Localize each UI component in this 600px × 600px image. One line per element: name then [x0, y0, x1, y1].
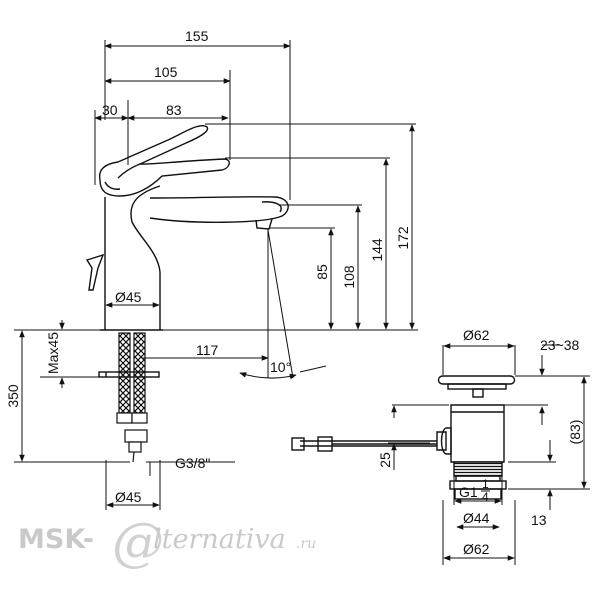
- popup-waste-dimension-labels: Ø62 23~38 (83) 13 25 G1 1 4 Ø44 Ø62: [377, 327, 583, 557]
- dim-height-spout-top: 144: [369, 238, 385, 262]
- dim-height-spout-mid: 108: [341, 265, 357, 289]
- dim-waste-tail-diameter: Ø44: [463, 510, 490, 526]
- faucet-outline: [85, 125, 289, 378]
- dim-body-diameter: Ø45: [115, 289, 142, 305]
- dim-overall-length: 155: [185, 28, 209, 44]
- watermark-suffix: lternativa: [153, 524, 286, 555]
- faucet-dimension-labels: 155 105 83 30 172 144 108 85 Ø45 117 10°…: [5, 28, 411, 505]
- dim-waste-flange-diameter: Ø62: [463, 327, 490, 343]
- dim-lever-length: 83: [166, 102, 182, 118]
- dim-waste-thread: G1: [459, 484, 478, 500]
- dim-deck-thickness: Max45: [45, 332, 61, 374]
- flex-hoses: [116, 332, 148, 463]
- dim-height-outlet: 85: [314, 264, 330, 280]
- watermark-tld: .ru: [296, 536, 316, 552]
- dim-waste-rod-offset: 25: [377, 452, 393, 468]
- dim-waste-height: (83): [567, 420, 583, 445]
- dim-waste-thread-fraction-bottom: 4: [482, 490, 489, 504]
- dim-base-diameter: Ø45: [115, 489, 142, 505]
- dim-hose-length: 350: [5, 384, 21, 408]
- watermark-at-symbol: @: [112, 513, 164, 573]
- dim-outlet-projection: 117: [196, 342, 219, 358]
- watermark-prefix: MSK-: [18, 524, 94, 555]
- dim-spout-angle: 10°: [270, 359, 291, 375]
- popup-waste-outline: [291, 375, 516, 500]
- faucet-dimension-lines: [14, 40, 418, 510]
- dim-lever-offset: 30: [102, 102, 118, 118]
- dim-waste-thread-fraction-top: 1: [482, 477, 489, 491]
- watermark: MSK- @ lternativa .ru: [18, 513, 316, 573]
- dim-waste-depth: 23~38: [540, 337, 580, 353]
- dim-waste-bottom-diameter: Ø62: [463, 541, 490, 557]
- popup-waste-dimension-lines: [388, 343, 590, 565]
- dim-connection-thread: G3/8": [175, 455, 210, 471]
- dim-waste-tail-length: 13: [531, 512, 547, 528]
- dim-handle-reach: 105: [154, 64, 178, 80]
- dim-height-total: 172: [395, 226, 411, 250]
